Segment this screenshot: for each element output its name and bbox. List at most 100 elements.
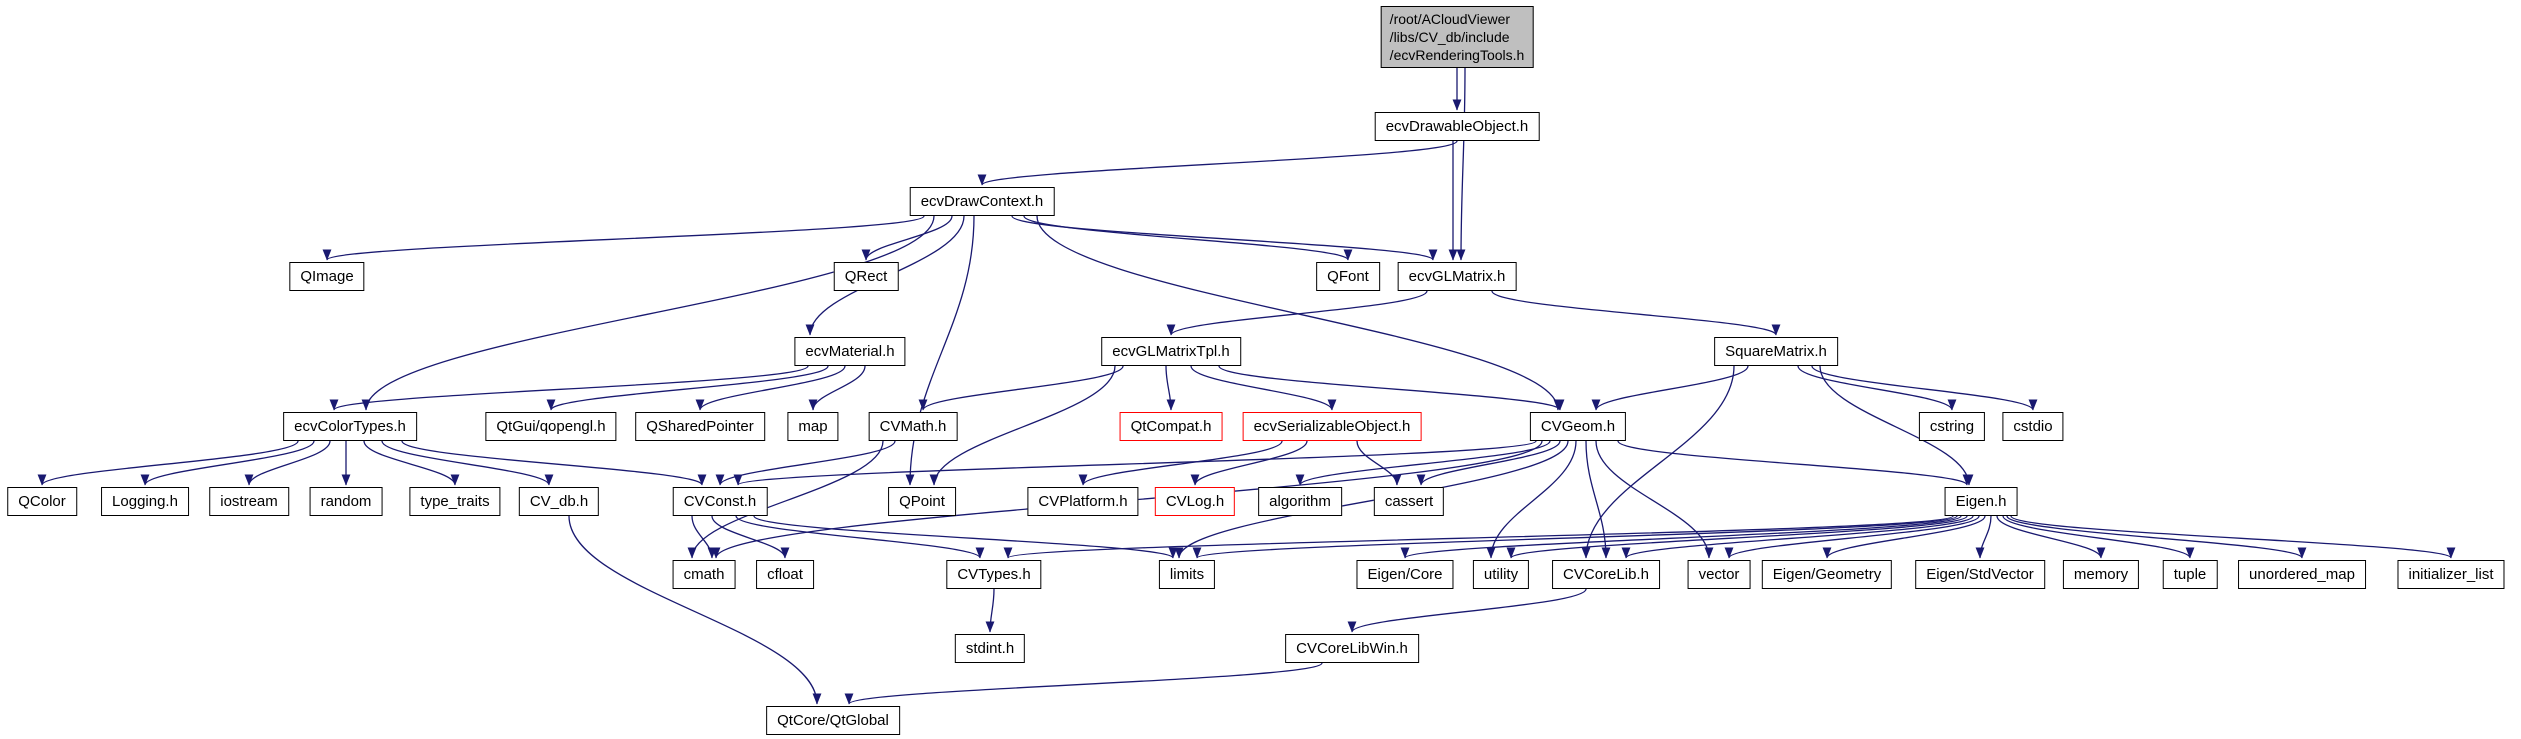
graph-node-cstdio[interactable]: cstdio (2002, 412, 2064, 441)
include-edge-colortypes-to-logging (140, 440, 315, 486)
graph-node-cassert[interactable]: cassert (1373, 487, 1445, 516)
graph-node-qpoint[interactable]: QPoint (888, 487, 956, 516)
graph-node-material[interactable]: ecvMaterial.h (794, 337, 906, 366)
graph-node-cvconst[interactable]: CVConst.h (672, 487, 768, 516)
include-edge-squarematrix-to-cvgeom (1591, 365, 1749, 411)
include-edge-cvgeom-to-limits (1174, 440, 1569, 559)
include-edge-glmatrixtpl-to-cvgeom (1218, 365, 1565, 411)
graph-node-initlist[interactable]: initializer_list (2397, 560, 2505, 589)
include-edge-cvmath-to-cvconst (715, 440, 896, 486)
include-edge-glmatrixtpl-to-serializable (1190, 365, 1337, 411)
graph-root-node: /root/ACloudViewer /libs/CV_db/include /… (1380, 6, 1534, 68)
graph-node-unordered[interactable]: unordered_map (2238, 560, 2366, 589)
include-edge-cvgeom-to-cassert (1416, 440, 1561, 486)
include-edge-glmatrixtpl-to-qpoint (929, 365, 1116, 486)
include-edge-colortypes-to-cvconst (401, 440, 707, 486)
include-edge-serializable-to-cvlog (1190, 440, 1308, 486)
include-edge-glmatrixtpl-to-qtcompat (1165, 365, 1176, 411)
graph-node-cvmath[interactable]: CVMath.h (868, 412, 958, 441)
graph-node-cfloat[interactable]: cfloat (756, 560, 814, 589)
graph-node-algorithm[interactable]: algorithm (1258, 487, 1342, 516)
include-edge-cvconst-to-cmath (691, 515, 717, 559)
graph-node-qcolor[interactable]: QColor (7, 487, 77, 516)
graph-node-map[interactable]: map (787, 412, 839, 441)
include-edge-cvgeom-to-cvconst (734, 440, 1537, 486)
include-edge-eigenh-to-cvcorelib (1621, 515, 1974, 559)
graph-node-eigenh[interactable]: Eigen.h (1944, 487, 2018, 516)
graph-node-qrect[interactable]: QRect (833, 262, 899, 291)
graph-node-qsharedptr[interactable]: QSharedPointer (635, 412, 765, 441)
include-edge-drawctx-to-qimage (322, 215, 925, 261)
include-edge-drawctx-to-qrect (861, 215, 953, 261)
include-edge-drawctx-to-qpoint (905, 215, 975, 486)
graph-node-qtglobal[interactable]: QtCore/QtGlobal (766, 706, 900, 735)
include-edge-cvconst-to-limits (753, 515, 1178, 559)
include-edge-corelibwin-to-qtglobal (844, 662, 1323, 705)
graph-node-cvlog[interactable]: CVLog.h (1154, 487, 1236, 516)
include-edge-eigenh-to-unordered (2006, 515, 2307, 559)
graph-node-tuple[interactable]: tuple (2162, 560, 2218, 589)
include-edge-eigenh-to-utility (1506, 515, 1968, 559)
graph-node-drawctx[interactable]: ecvDrawContext.h (909, 187, 1055, 216)
graph-node-cvtypes[interactable]: CVTypes.h (946, 560, 1042, 589)
include-edge-drawctx-to-glmatrix (1011, 215, 1438, 261)
graph-node-squarematrix[interactable]: SquareMatrix.h (1714, 337, 1838, 366)
graph-node-cvgeom[interactable]: CVGeom.h (1529, 412, 1627, 441)
graph-node-cstring[interactable]: cstring (1918, 412, 1986, 441)
graph-node-glmatrix[interactable]: ecvGLMatrix.h (1397, 262, 1517, 291)
graph-node-iostream[interactable]: iostream (209, 487, 289, 516)
graph-node-eigengeom[interactable]: Eigen/Geometry (1761, 560, 1893, 589)
include-edge-cvgeom-to-utility (1486, 440, 1577, 559)
graph-node-eigencore[interactable]: Eigen/Core (1356, 560, 1454, 589)
include-edge-colortypes-to-cvdb (381, 440, 554, 486)
graph-node-stdint[interactable]: stdint.h (954, 634, 1026, 663)
graph-node-cvplatform[interactable]: CVPlatform.h (1027, 487, 1139, 516)
include-edge-serializable-to-cvplatform (1078, 440, 1283, 486)
graph-node-typetraits[interactable]: type_traits (409, 487, 501, 516)
graph-node-limits[interactable]: limits (1158, 560, 1216, 589)
graph-node-qopengl[interactable]: QtGui/qopengl.h (485, 412, 617, 441)
include-edge-squarematrix-to-eigenh (1819, 365, 1974, 486)
include-edge-eigenh-to-eigencore (1400, 515, 1962, 559)
include-edge-serializable-to-cassert (1356, 440, 1402, 486)
include-edge-drawctx-to-qfont (1023, 215, 1353, 261)
graph-node-corelibwin[interactable]: CVCoreLibWin.h (1285, 634, 1419, 663)
graph-node-utility[interactable]: utility (1472, 560, 1530, 589)
graph-node-memory[interactable]: memory (2062, 560, 2140, 589)
graph-node-colortypes[interactable]: ecvColorTypes.h (283, 412, 417, 441)
graph-node-qfont[interactable]: QFont (1316, 262, 1380, 291)
include-edge-cvgeom-to-eigenh (1617, 440, 1972, 486)
include-edge-eigenh-to-limits (1193, 515, 1958, 559)
graph-node-cvdb[interactable]: CV_db.h (518, 487, 600, 516)
include-edge-eigenh-to-cvtypes (1004, 515, 1954, 559)
include-edge-material-to-map (808, 365, 866, 411)
include-edge-eigenh-to-vector (1724, 515, 1980, 559)
graph-node-cmath[interactable]: cmath (672, 560, 736, 589)
include-edge-cvtypes-to-stdint (985, 588, 995, 633)
include-edge-squarematrix-to-cstdio (1811, 365, 2038, 411)
include-edge-glmatrix-to-glmatrixtpl (1166, 290, 1428, 336)
include-edge-cvcorelib-to-corelibwin (1347, 588, 1587, 633)
graph-node-qtcompat[interactable]: QtCompat.h (1119, 412, 1223, 441)
graph-node-qimage[interactable]: QImage (289, 262, 365, 291)
include-edge-material-to-qopengl (546, 365, 829, 411)
include-edge-eigenh-to-tuple (2002, 515, 2195, 559)
graph-node-glmatrixtpl[interactable]: ecvGLMatrixTpl.h (1101, 337, 1241, 366)
include-edge-colortypes-to-iostream (244, 440, 331, 486)
graph-node-drawable[interactable]: ecvDrawableObject.h (1374, 112, 1540, 141)
include-edge-drawable-to-drawctx (977, 140, 1458, 186)
graph-node-cvcorelib[interactable]: CVCoreLib.h (1552, 560, 1660, 589)
graph-node-eigenstd[interactable]: Eigen/StdVector (1915, 560, 2045, 589)
include-edge-colortypes-to-typetraits (363, 440, 460, 486)
include-edge-cvdb-to-qtglobal (568, 515, 822, 705)
include-edge-eigenh-to-eigenstd (1975, 515, 1992, 559)
include-edge-squarematrix-to-cstring (1797, 365, 1957, 411)
graph-node-vector[interactable]: vector (1687, 560, 1751, 589)
include-edge-glmatrix-to-squarematrix (1491, 290, 1781, 336)
graph-node-logging[interactable]: Logging.h (101, 487, 189, 516)
graph-node-serializable[interactable]: ecvSerializableObject.h (1242, 412, 1422, 441)
graph-node-random[interactable]: random (309, 487, 383, 516)
include-edge-cvgeom-to-algorithm (1295, 440, 1551, 486)
